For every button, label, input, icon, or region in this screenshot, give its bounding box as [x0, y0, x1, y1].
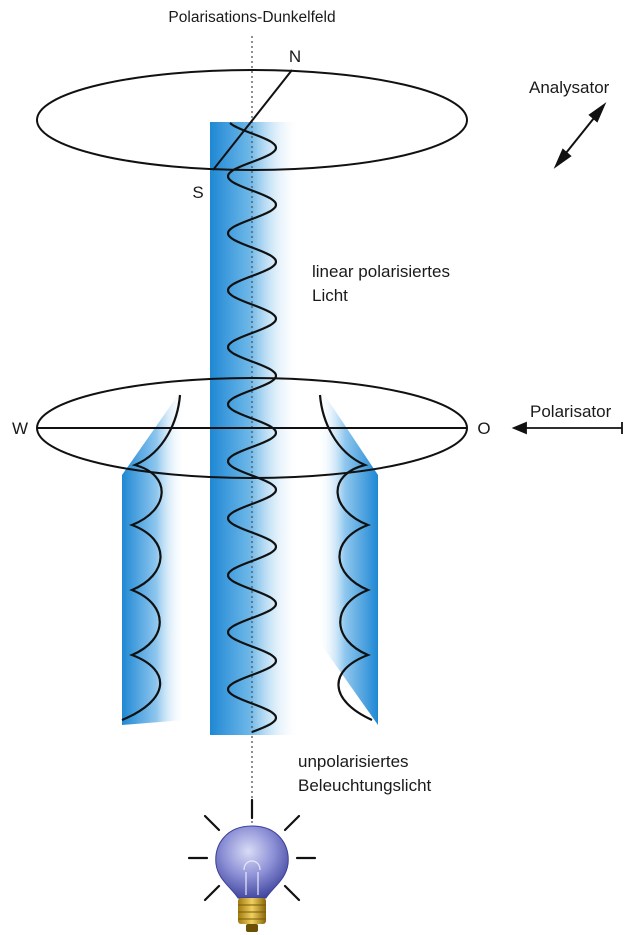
diagram-title: Polarisations-Dunkelfeld [168, 9, 335, 26]
label-south: S [192, 183, 203, 202]
label-west: W [12, 419, 28, 438]
polarizer-label: Polarisator [530, 402, 612, 421]
analyzer-direction-icon [556, 105, 604, 166]
side-beam-right [318, 385, 378, 725]
linear-light-label-line1: linear polarisiertes [312, 262, 450, 281]
unpolarized-label-line2: Beleuchtungslicht [298, 776, 432, 795]
analyzer-label: Analysator [529, 78, 610, 97]
linear-light-label-line2: Licht [312, 286, 348, 305]
side-beam-left [122, 385, 185, 725]
label-north: N [289, 47, 301, 66]
polarizer-direction-icon [514, 422, 622, 434]
light-bulb-icon [189, 800, 315, 932]
label-east: O [477, 419, 490, 438]
unpolarized-label-line1: unpolarisiertes [298, 752, 409, 771]
